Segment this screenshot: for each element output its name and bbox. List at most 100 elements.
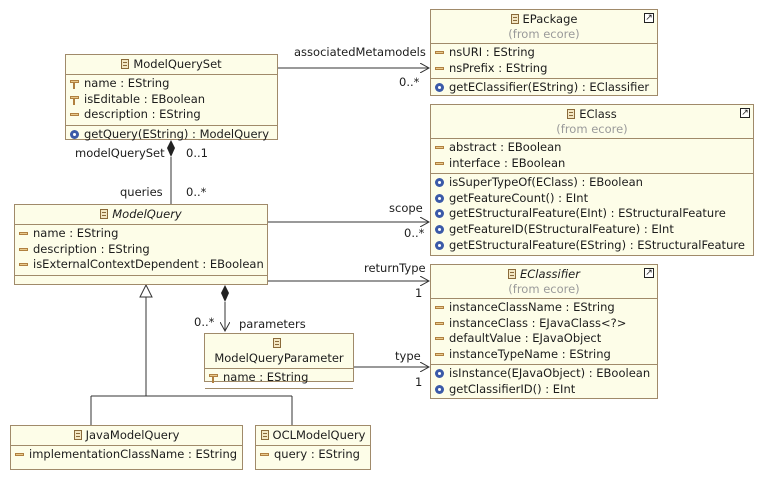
attribute-row[interactable]: description : EString [19,242,263,258]
type-role-label: type [395,349,421,363]
attribute-row[interactable]: query : EString [260,447,366,463]
operation-row[interactable]: getEStructuralFeature(EString) : EStruct… [435,238,749,254]
class-name: EPackage [522,12,578,26]
attribute-icon [260,450,269,459]
operation-row[interactable]: getEStructuralFeature(EInt) : EStructura… [435,206,749,222]
attribute-icon [19,260,28,269]
class-name: ModelQueryParameter [214,351,344,365]
operation-row[interactable]: getFeatureID(EStructuralFeature) : EInt [435,222,749,238]
scope-multiplicity: 0..* [404,226,425,240]
class-model-query[interactable]: ModelQuery name : EString description : … [14,204,268,285]
class-eclass[interactable]: EClass(from ecore) ↗ abstract : EBoolean … [430,104,754,256]
queries-role-label: queries [120,185,163,199]
attribute-icon [19,229,28,238]
operation-compartment: isSuperTypeOf(EClass) : EBoolean getFeat… [431,173,753,255]
attribute-icon [435,64,444,73]
external-reference-icon[interactable]: ↗ [644,13,654,23]
model-query-set-multiplicity: 0..1 [186,146,208,160]
associated-metamodels-multiplicity: 0..* [399,75,420,89]
attribute-icon [435,350,444,359]
class-name: OCLModelQuery [272,428,366,442]
class-name: ModelQuerySet [133,57,222,71]
operation-compartment [205,387,353,393]
operation-compartment: isInstance(EJavaObject) : EBoolean getCl… [431,364,657,399]
attribute-compartment: query : EString [256,445,370,465]
class-name: JavaModelQuery [85,428,180,442]
attribute-compartment: name : EString description : EString isE… [15,224,267,275]
operation-icon [435,193,444,203]
operation-row[interactable]: isInstance(EJavaObject) : EBoolean [435,366,653,382]
attribute-row[interactable]: name : EString [70,76,273,92]
attribute-icon [435,159,444,168]
operation-row[interactable]: getClassifierID() : EInt [435,382,653,398]
attribute-row[interactable]: instanceClass : EJavaClass<?> [435,316,653,332]
attribute-icon [435,143,444,152]
class-icon [510,14,519,24]
parameters-multiplicity: 0..* [194,315,215,329]
attribute-row[interactable]: isEditable : EBoolean [70,92,273,108]
attribute-compartment: name : EString [205,368,353,388]
attribute-row[interactable]: nsPrefix : EString [435,61,653,77]
attribute-row[interactable]: defaultValue : EJavaObject [435,331,653,347]
parameters-role-label: parameters [239,317,306,331]
operation-icon [435,384,444,394]
operation-compartment [15,274,267,287]
class-ocl-model-query[interactable]: OCLModelQuery query : EString [255,425,371,470]
class-icon [508,269,517,279]
class-model-query-parameter[interactable]: ModelQueryParameter name : EString [204,333,354,389]
class-model-query-set[interactable]: ModelQuerySet name : EString isEditable … [65,54,278,141]
queries-multiplicity: 0..* [186,185,207,199]
operation-icon [435,83,444,93]
attribute-row[interactable]: instanceTypeName : EString [435,347,653,363]
operation-icon [435,209,444,219]
class-name: ModelQuery [112,207,182,221]
associated-metamodels-role-label: associatedMetamodels [294,45,426,59]
attribute-row[interactable]: abstract : EBoolean [435,140,749,156]
attribute-row[interactable]: interface : EBoolean [435,156,749,172]
operation-icon [435,224,444,234]
attribute-icon [435,303,444,312]
attribute-row[interactable]: nsURI : EString [435,45,653,61]
class-icon [100,209,109,219]
id-attribute-icon [70,79,79,89]
attribute-compartment: name : EString isEditable : EBoolean des… [66,74,277,125]
from-package-label: (from ecore) [556,122,628,136]
operation-icon [70,129,79,139]
operation-row[interactable]: isSuperTypeOf(EClass) : EBoolean [435,175,749,191]
attribute-row[interactable]: instanceClassName : EString [435,300,653,316]
class-eclassifier[interactable]: EClassifier(from ecore)↗ instanceClassNa… [430,264,658,399]
attribute-icon [19,245,28,254]
operation-compartment: getEClassifier(EString) : EClassifier [431,78,657,98]
attribute-compartment: nsURI : EString nsPrefix : EString [431,43,657,78]
attribute-row[interactable]: name : EString [209,370,349,386]
return-type-role-label: returnType [364,261,426,275]
attribute-icon [435,334,444,343]
attribute-row[interactable]: description : EString [70,107,273,123]
class-icon [260,430,269,440]
class-icon [273,338,281,348]
class-icon [73,430,82,440]
operation-compartment: getQuery(EString) : ModelQuery [66,124,277,145]
scope-role-label: scope [389,201,423,215]
operation-icon [435,178,444,188]
operation-row[interactable]: getEClassifier(EString) : EClassifier [435,80,653,96]
composition-diamond-queries [167,140,175,157]
attribute-row[interactable]: name : EString [19,226,263,242]
attribute-row[interactable]: isExternalContextDependent : EBoolean [19,257,264,273]
generalization-triangle [139,283,153,298]
attribute-compartment: abstract : EBoolean interface : EBoolean [431,138,753,173]
attribute-row[interactable]: implementationClassName : EString [15,447,238,463]
class-name: EClass [579,107,617,121]
external-reference-icon[interactable]: ↗ [740,108,750,118]
return-type-multiplicity: 1 [415,286,423,300]
attribute-icon [70,110,79,119]
external-reference-icon[interactable]: ↗ [644,268,654,278]
class-java-model-query[interactable]: JavaModelQuery implementationClassName :… [10,425,243,470]
operation-row[interactable]: getQuery(EString) : ModelQuery [70,127,273,143]
type-multiplicity: 1 [415,375,423,389]
attribute-icon [15,450,24,459]
from-package-label: (from ecore) [508,27,580,41]
class-epackage[interactable]: EPackage(from ecore) ↗ nsURI : EString ns… [430,9,658,96]
operation-row[interactable]: getFeatureCount() : EInt [435,191,749,207]
